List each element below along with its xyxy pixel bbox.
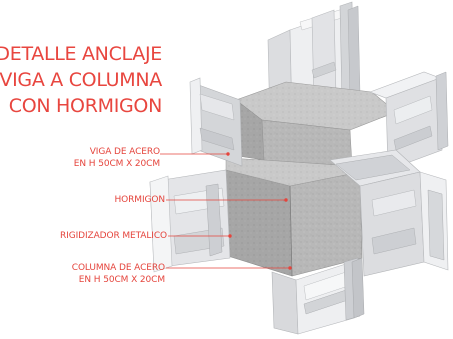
title-line-3: CON HORMIGON <box>8 95 163 117</box>
label-viga-line-1: VIGA DE ACERO <box>89 147 160 157</box>
leader-rigidizador-dot <box>228 234 232 238</box>
title-line-2: VIGA A COLUMNA <box>0 69 162 91</box>
label-rigidizador-line-1: RIGIDIZADOR METALICO <box>59 231 167 241</box>
beam-right-upper <box>369 71 449 171</box>
beam-left-upper <box>189 77 243 167</box>
leader-hormigon-dot <box>284 198 288 202</box>
label-columna-line-2: EN H 50CM X 20CM <box>78 275 165 285</box>
leader-viga-dot <box>226 152 230 156</box>
label-viga-de-acero: VIGA DE ACERO EN H 50CM X 20CM <box>74 146 160 170</box>
bottom-column <box>271 257 365 335</box>
concrete-core <box>225 81 397 277</box>
title-line-1: DETALLE ANCLAJE <box>0 43 162 65</box>
label-columna-de-acero: COLUMNA DE ACERO EN H 50CM X 20CM <box>72 262 165 286</box>
diagram-title: DETALLE ANCLAJE VIGA A COLUMNA CON HORMI… <box>0 41 162 119</box>
beam-left-lower <box>149 169 231 273</box>
label-rigidizador-metalico: RIGIDIZADOR METALICO <box>60 230 167 242</box>
label-viga-line-2: EN H 50CM X 20CM <box>73 159 160 169</box>
leader-lines <box>160 152 292 270</box>
label-columna-line-1: COLUMNA DE ACERO <box>71 263 165 273</box>
label-hormigon: HORMIGON <box>114 194 165 206</box>
label-hormigon-line-1: HORMIGON <box>114 195 165 205</box>
leader-columna-dot <box>288 266 292 270</box>
beam-right-lower <box>329 149 449 277</box>
